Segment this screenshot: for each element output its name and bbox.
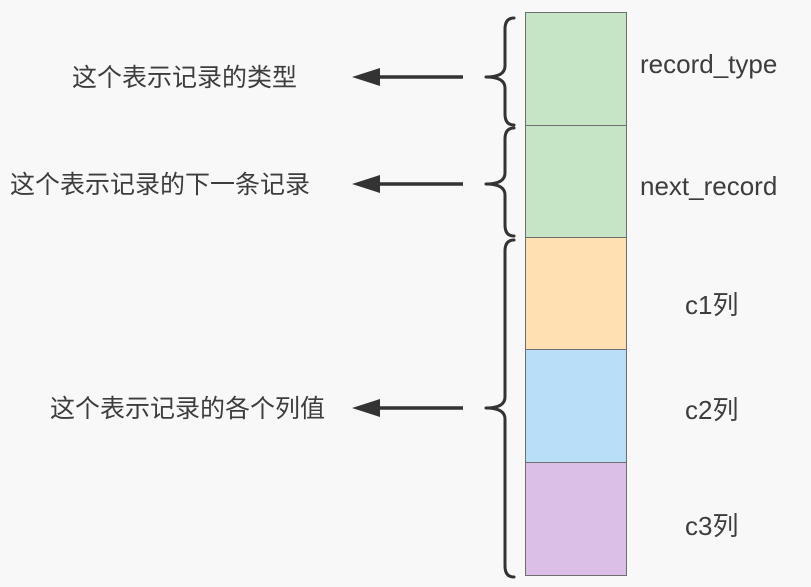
block-label-next-record: next_record (640, 171, 778, 201)
block-label-c3: c3列 (685, 511, 739, 541)
memory-block-next-record (525, 125, 627, 238)
block-label-c1: c1列 (685, 290, 739, 320)
memory-block-record-type (525, 12, 627, 126)
memory-block-c1 (525, 237, 627, 350)
annotation-record-type: 这个表示记录的类型 (71, 64, 297, 92)
annotation-next-record: 这个表示记录的下一条记录 (9, 171, 310, 199)
memory-block-c2 (525, 349, 627, 463)
brace-column-values (484, 238, 516, 579)
block-label-record-type: record_type (640, 49, 778, 79)
arrow-record-type (352, 68, 463, 86)
brace-record-type (484, 16, 516, 127)
brace-next-record (484, 126, 516, 238)
annotation-column-values: 这个表示记录的各个列值 (49, 395, 325, 423)
memory-block-c3 (525, 462, 627, 576)
arrow-column-values (352, 399, 463, 417)
arrow-next-record (352, 175, 463, 193)
block-label-c2: c2列 (685, 395, 739, 425)
